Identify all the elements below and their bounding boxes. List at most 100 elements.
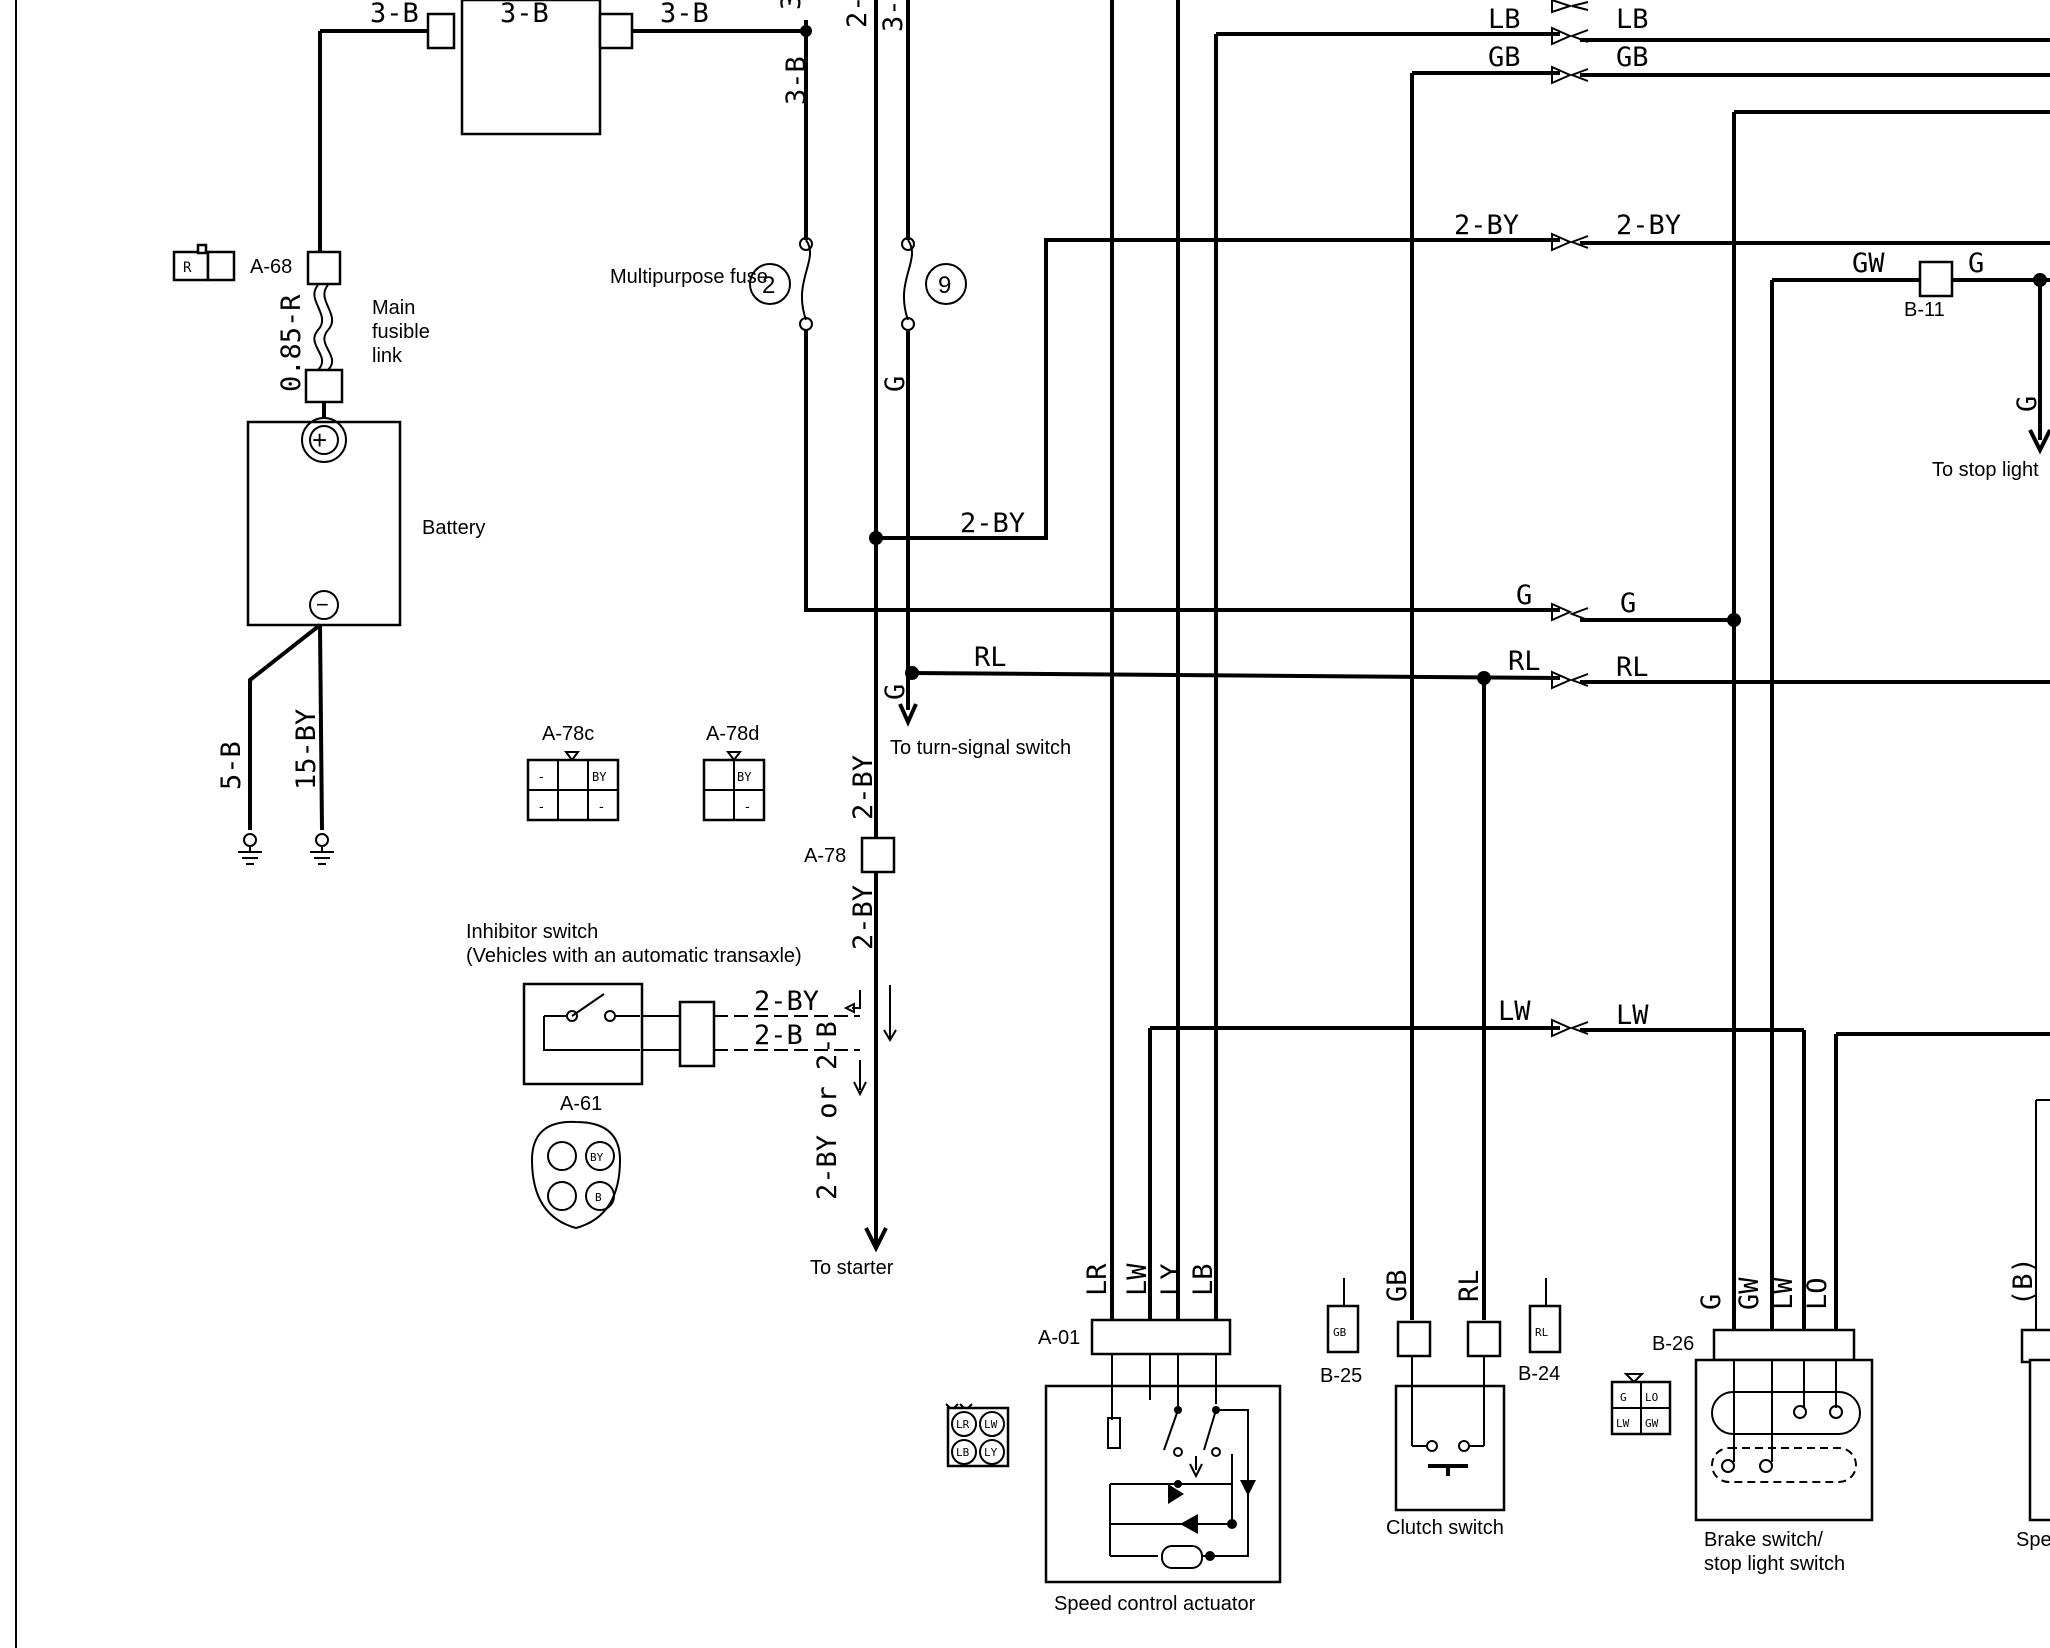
wire-label: GW xyxy=(1734,1277,1765,1310)
top-fuse-block xyxy=(318,0,812,255)
clutch-switch-label: Clutch switch xyxy=(1386,1517,1504,1539)
a78-connector xyxy=(860,836,896,874)
wire-label: G xyxy=(1620,588,1636,619)
wire-label: 3- xyxy=(878,0,909,32)
right-partial-label: Spe xyxy=(2016,1529,2050,1551)
b11-label: B-11 xyxy=(1904,299,1945,321)
wire-label: LR xyxy=(1082,1263,1113,1296)
right-partial-connector xyxy=(2020,1328,2050,1364)
b11-connector xyxy=(1918,260,1954,298)
svg-text:LW: LW xyxy=(984,1418,998,1431)
wire-label: 3-B xyxy=(370,0,419,29)
wire-label: GB xyxy=(1616,42,1649,73)
wire-label: 2-BY xyxy=(754,986,819,1017)
wire-label: LY xyxy=(1156,1263,1187,1296)
wire-label: (B) xyxy=(2008,1257,2039,1306)
b25-label: B-25 xyxy=(1320,1365,1362,1387)
pin-label: R xyxy=(183,260,192,276)
svg-text:B: B xyxy=(595,1191,602,1204)
a78-label: A-78 xyxy=(804,845,846,867)
inhibitor-switch xyxy=(522,982,867,1097)
wire-label: LW xyxy=(1498,996,1531,1027)
wire-label: 3-B xyxy=(660,0,709,29)
a68-connector xyxy=(306,250,342,286)
right-partial-component xyxy=(2028,1358,2050,1522)
a01-label: A-01 xyxy=(1038,1327,1080,1349)
stop-light-switch-label: stop light switch xyxy=(1704,1553,1845,1575)
svg-text:G: G xyxy=(1620,1391,1627,1404)
svg-text:2: 2 xyxy=(762,272,775,299)
brake-switch xyxy=(1694,1358,1874,1522)
wire-label: 2-BY or 2-B xyxy=(812,1021,843,1200)
fuse-2-badge: 2 xyxy=(749,263,791,305)
clutch-connector xyxy=(1396,1320,1432,1358)
b25-connector-face: GB xyxy=(1326,1278,1360,1354)
wire-label: G xyxy=(880,684,911,700)
to-turn-signal-label: To turn-signal switch xyxy=(890,737,1071,759)
wire-label: 0.85-R xyxy=(276,294,307,392)
wire-label: GB xyxy=(1488,42,1521,73)
svg-text:-: - xyxy=(599,798,604,814)
speed-control-actuator xyxy=(1044,1354,1282,1584)
battery: + − xyxy=(246,417,402,627)
a68-connector-face xyxy=(172,243,236,282)
wire-label: G xyxy=(1968,248,1984,279)
svg-text:-: - xyxy=(745,798,750,814)
multipurpose-fuse-label: Multipurpose fuse xyxy=(610,266,768,288)
wire-label: RL xyxy=(1616,652,1649,683)
wire-label: GB xyxy=(1382,1269,1413,1302)
wire-label: 2-BY xyxy=(960,508,1025,539)
a78c-connector-face: - BY - - xyxy=(526,751,620,822)
svg-text:LB: LB xyxy=(956,1446,970,1459)
battery-label: Battery xyxy=(422,517,485,539)
wire-label: LO xyxy=(1802,1277,1833,1310)
a61-connector-face: BY B xyxy=(530,1120,622,1230)
brake-switch-label: Brake switch/ xyxy=(1704,1529,1823,1551)
wire-label: 3 xyxy=(776,0,807,10)
wire-label: LB xyxy=(1188,1263,1219,1296)
wire-label: 5-B xyxy=(216,741,247,790)
wire-label: RL xyxy=(1508,646,1541,677)
svg-text:GW: GW xyxy=(1645,1417,1659,1430)
harness-connector-arrows xyxy=(1551,0,1589,1038)
svg-text:LW: LW xyxy=(1616,1417,1630,1430)
a78d-label: A-78d xyxy=(706,723,759,745)
speed-control-actuator-label: Speed control actuator xyxy=(1054,1593,1256,1615)
wire-label: 2- xyxy=(842,0,873,28)
fusible-link-connector xyxy=(304,368,344,404)
a61-label: A-61 xyxy=(560,1093,602,1115)
wire-label: RL xyxy=(1454,1269,1485,1302)
to-starter-label: To starter xyxy=(810,1257,894,1279)
svg-text:BY: BY xyxy=(592,770,607,784)
wire-label: 2-BY xyxy=(1616,210,1681,241)
b24-connector-face: RL xyxy=(1528,1278,1562,1354)
b26-connector-face: G LO LW GW xyxy=(1610,1373,1672,1436)
inhibitor-note-label: (Vehicles with an automatic transaxle) xyxy=(466,945,802,967)
b26-label: B-26 xyxy=(1652,1333,1694,1355)
inhibitor-switch-label: Inhibitor switch xyxy=(466,921,598,943)
wire-label: LW xyxy=(1768,1277,1799,1310)
wire-label: 3-B xyxy=(500,0,549,29)
svg-text:GB: GB xyxy=(1333,1326,1347,1339)
to-stop-light-label: To stop light xyxy=(1932,459,2039,481)
wire-label: G xyxy=(2012,396,2043,412)
clutch-connector xyxy=(1466,1320,1502,1358)
a68-label: A-68 xyxy=(250,256,292,278)
wire-label: 2-BY xyxy=(848,885,879,950)
ground-icon xyxy=(310,833,334,865)
svg-text:LO: LO xyxy=(1645,1391,1658,1404)
right-wiring xyxy=(1580,38,2050,1360)
wire-label: G xyxy=(1696,1294,1727,1310)
svg-text:LY: LY xyxy=(984,1446,998,1459)
wire-label: 15-BY xyxy=(291,709,322,790)
wire-label: GW xyxy=(1852,248,1885,279)
wire-label: 2-BY xyxy=(848,755,879,820)
svg-text:-: - xyxy=(539,798,544,814)
wire-label: LB xyxy=(1616,4,1649,35)
svg-text:−: − xyxy=(316,592,329,617)
svg-text:RL: RL xyxy=(1535,1326,1549,1339)
svg-text:LR: LR xyxy=(956,1418,970,1431)
svg-text:BY: BY xyxy=(737,770,752,784)
wire-label: 2-BY xyxy=(1454,210,1519,241)
